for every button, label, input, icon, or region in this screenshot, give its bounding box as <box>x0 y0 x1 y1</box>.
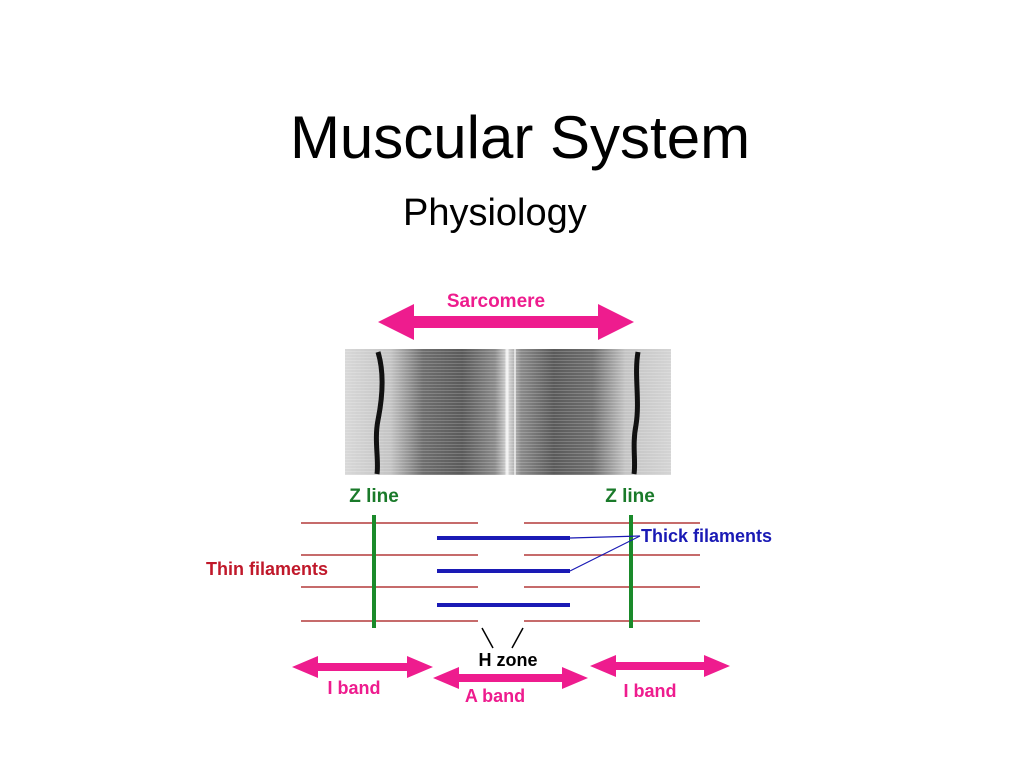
thick-filaments <box>437 536 570 607</box>
z-line-label-left: Z line <box>349 486 399 507</box>
sarcomere-label: Sarcomere <box>447 291 545 312</box>
slide-subtitle: Physiology <box>403 192 587 234</box>
z-line-label-right: Z line <box>605 486 655 507</box>
thick-filaments-pointer <box>569 535 641 572</box>
a-band-arrow <box>433 667 588 689</box>
sarcomere-arrow-shape <box>378 304 634 340</box>
slide-title: Muscular System <box>289 104 751 171</box>
thin-filaments-label: Thin filaments <box>206 559 328 579</box>
i-band-right-arrow <box>590 655 730 677</box>
sarcomere-arrow <box>378 304 634 340</box>
i-band-right-label: I band <box>624 681 677 701</box>
thick-filaments-label: Thick filaments <box>641 526 772 546</box>
sarcomere-micrograph <box>345 349 671 475</box>
h-zone-pointer <box>481 627 524 649</box>
i-band-left-label: I band <box>328 678 381 698</box>
a-band-label: A band <box>465 686 525 706</box>
i-band-left-arrow <box>292 656 433 678</box>
thin-filaments <box>301 522 700 622</box>
h-zone-label: H zone <box>478 650 537 670</box>
